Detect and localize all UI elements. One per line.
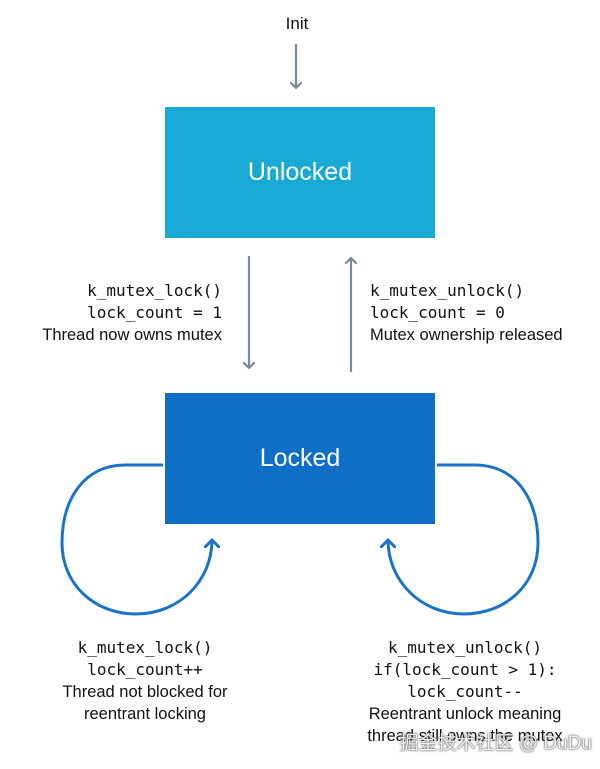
- reentrant-unlock-description-2: thread still owns the mutex: [367, 727, 563, 745]
- reentrant-lock-description-1: Thread not blocked for: [62, 683, 228, 701]
- reentrant-lock-label: k_mutex_lock() lock_count++ Thread not b…: [10, 637, 280, 725]
- reentrant-unlock-loop-arrow: [388, 463, 540, 616]
- reentrant-lock-loop-arrow: [60, 463, 212, 616]
- lock-call: k_mutex_lock(): [87, 281, 222, 300]
- reentrant-lock-increment: lock_count++: [87, 660, 203, 679]
- lock-count-assign: lock_count = 1: [87, 303, 222, 322]
- state-unlocked-label: Unlocked: [247, 158, 353, 186]
- watermark: 掘金技术社区 @ DuDu: [399, 733, 592, 754]
- lock-transition-label: k_mutex_lock() lock_count = 1 Thread now…: [42, 280, 222, 346]
- unlock-transition-label: k_mutex_unlock() lock_count = 0 Mutex ow…: [370, 280, 563, 346]
- reentrant-unlock-call: k_mutex_unlock(): [387, 638, 543, 657]
- reentrant-lock-call: k_mutex_lock(): [77, 638, 213, 657]
- reentrant-lock-description-2: reentrant locking: [84, 705, 206, 723]
- lock-description: Thread now owns mutex: [42, 326, 222, 344]
- unlock-count-assign: lock_count = 0: [370, 303, 505, 322]
- reentrant-unlock-decrement: lock_count--: [407, 682, 523, 701]
- state-unlocked: Unlocked: [165, 107, 435, 238]
- state-locked: Locked: [165, 393, 435, 524]
- unlock-call: k_mutex_unlock(): [370, 281, 525, 300]
- init-label: Init: [285, 14, 309, 33]
- reentrant-unlock-condition: if(lock_count > 1):: [373, 660, 557, 679]
- reentrant-unlock-description-1: Reentrant unlock meaning: [368, 705, 562, 723]
- unlock-description: Mutex ownership released: [370, 326, 563, 344]
- reentrant-unlock-label: k_mutex_unlock() if(lock_count > 1): loc…: [330, 637, 600, 747]
- state-locked-label: Locked: [259, 444, 341, 472]
